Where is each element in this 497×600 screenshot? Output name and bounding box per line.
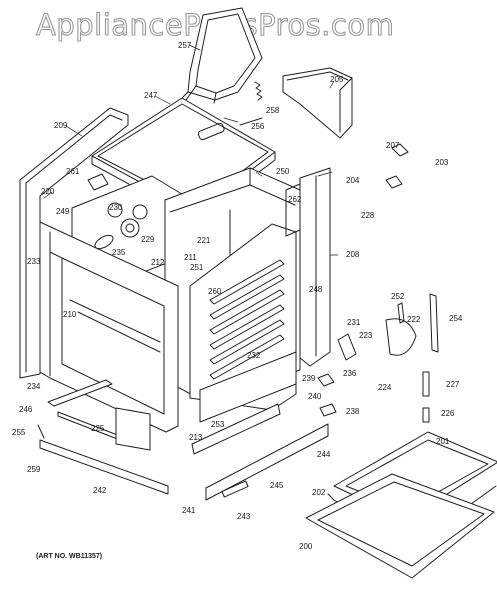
- callout-223: 223: [359, 331, 373, 340]
- part-backguard-trim: [282, 67, 353, 139]
- callout-200: 200: [299, 542, 313, 551]
- callout-262: 262: [288, 195, 302, 204]
- callout-259: 259: [27, 465, 41, 474]
- part-broiler-pan: [305, 431, 497, 579]
- art-number-caption: (ART NO. WB11357): [36, 553, 103, 560]
- callout-257: 257: [178, 41, 192, 50]
- callout-203: 203: [435, 158, 449, 167]
- callout-207: 207: [386, 141, 400, 150]
- callout-236: 236: [343, 369, 357, 378]
- callout-247: 247: [144, 91, 158, 100]
- callout-224: 224: [378, 383, 392, 392]
- callout-255: 255: [12, 428, 26, 437]
- callout-251: 251: [190, 263, 204, 272]
- callout-222: 222: [407, 315, 421, 324]
- callout-230: 230: [109, 203, 123, 212]
- callout-260: 260: [208, 287, 222, 296]
- part-bottom-rails: [37, 379, 169, 495]
- callout-225: 225: [91, 424, 105, 433]
- callout-242: 242: [93, 486, 107, 495]
- callout-212: 212: [151, 258, 165, 267]
- callout-244: 244: [317, 450, 331, 459]
- callout-250: 250: [276, 167, 290, 176]
- callout-232: 232: [247, 351, 261, 360]
- part-lower-drawer-assembly: [191, 351, 329, 501]
- callout-248: 248: [309, 285, 323, 294]
- callout-211: 211: [184, 253, 197, 262]
- callout-256: 256: [251, 122, 265, 131]
- part-door-hinge-hardware: [317, 143, 439, 423]
- callout-202: 202: [312, 488, 326, 497]
- callout-239: 239: [302, 374, 316, 383]
- callout-210: 210: [63, 310, 77, 319]
- callout-254: 254: [449, 314, 463, 323]
- callout-253: 253: [211, 420, 225, 429]
- callout-213: 213: [189, 433, 203, 442]
- callout-228: 228: [361, 211, 375, 220]
- callout-204: 204: [346, 176, 360, 185]
- callout-241: 241: [182, 506, 196, 515]
- callout-249: 249: [56, 207, 70, 216]
- callout-246: 246: [19, 405, 33, 414]
- callout-221: 221: [197, 236, 211, 245]
- callout-234: 234: [27, 382, 41, 391]
- callout-226: 226: [441, 409, 455, 418]
- part-kick-bracket: [115, 407, 151, 451]
- callout-252: 252: [391, 292, 405, 301]
- callout-235: 235: [112, 248, 126, 257]
- part-left-side-panel: [19, 107, 129, 379]
- callout-231: 231: [347, 318, 361, 327]
- callout-261: 261: [66, 167, 80, 176]
- callout-201: 201: [436, 437, 450, 446]
- callout-233: 233: [27, 257, 41, 266]
- callout-258: 258: [266, 106, 280, 115]
- vent-slots: [209, 259, 285, 380]
- part-rear-vertical-panel: [285, 167, 331, 367]
- callout-245: 245: [270, 481, 284, 490]
- callout-243: 243: [237, 512, 251, 521]
- part-spring-258: [254, 81, 263, 101]
- part-front-frame: [39, 221, 179, 433]
- callout-229: 229: [141, 235, 155, 244]
- callout-leaders: [43, 44, 339, 256]
- callout-238: 238: [346, 407, 360, 416]
- callout-240: 240: [308, 392, 322, 401]
- callout-205: 205: [330, 75, 344, 84]
- part-top-rear-panel: [185, 7, 263, 104]
- callout-227: 227: [446, 380, 460, 389]
- callout-209: 209: [54, 121, 68, 130]
- callout-220: 220: [41, 187, 55, 196]
- callout-208: 208: [346, 250, 360, 259]
